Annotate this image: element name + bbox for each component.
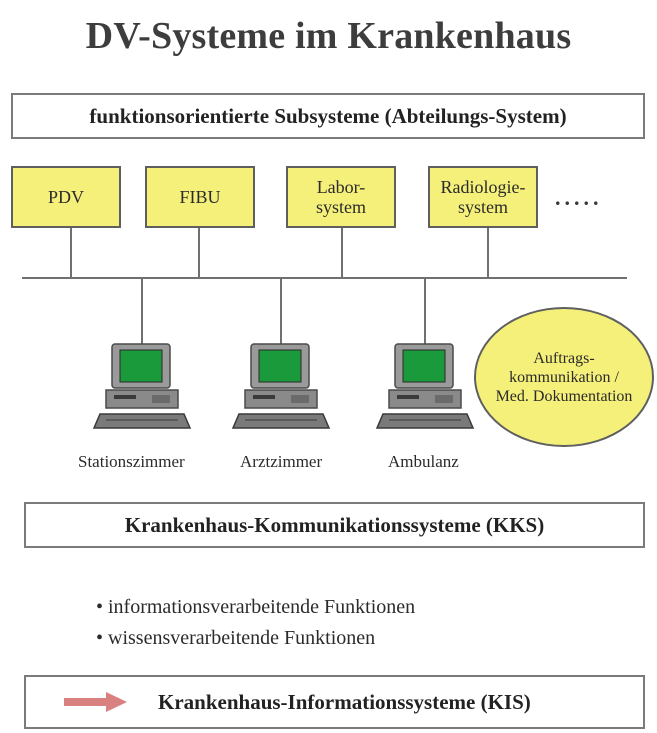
- system-radiologie-label-line2: system: [457, 197, 508, 217]
- connector-stationszimmer: [141, 279, 143, 344]
- workstation-label-arztzimmer: Arztzimmer: [240, 452, 323, 471]
- connector-labor: [341, 228, 343, 278]
- workstation-label-ambulanz: Ambulanz: [388, 452, 459, 471]
- subsysteme-banner: funktionsorientierte Subsysteme (Abteilu…: [11, 93, 645, 139]
- desktop-computer-icon: [375, 343, 475, 429]
- system-labor-label-line1: Labor-: [316, 177, 366, 197]
- right-arrow-icon: [64, 692, 127, 712]
- bubble-line1: Auftrags-: [533, 349, 595, 367]
- system-box-pdv: PDV: [11, 166, 121, 228]
- connector-ambulanz: [424, 279, 426, 344]
- kis-banner-label: Krankenhaus-Informationssysteme (KIS): [158, 689, 531, 714]
- system-box-labor: Labor- system: [286, 166, 396, 228]
- system-pdv-label: PDV: [47, 187, 84, 207]
- kks-banner: Krankenhaus-Kommunikationssysteme (KKS): [24, 502, 645, 548]
- network-bus-line: [22, 277, 627, 279]
- bubble-line3: Med. Dokumentation: [495, 387, 633, 405]
- more-systems-dots: .....: [555, 185, 603, 210]
- bullet-item-wissensverarbeitend: • wissensverarbeitende Funktionen: [96, 627, 376, 649]
- system-radiologie-label-line1: Radiologie-: [440, 177, 526, 197]
- kis-banner: Krankenhaus-Informationssysteme (KIS): [24, 675, 645, 729]
- kks-banner-label: Krankenhaus-Kommunikationssysteme (KKS): [124, 512, 545, 537]
- desktop-computer-icon: [92, 343, 192, 429]
- auftragskommunikation-bubble: Auftrags- kommunikation / Med. Dokumenta…: [474, 307, 654, 447]
- bubble-line2: kommunikation /: [509, 368, 619, 386]
- connector-fibu: [198, 228, 200, 278]
- connector-arztzimmer: [280, 279, 282, 344]
- connector-radiologie: [487, 228, 489, 278]
- system-labor-label-line2: system: [315, 197, 366, 217]
- system-fibu-label: FIBU: [179, 187, 221, 207]
- subsysteme-banner-label: funktionsorientierte Subsysteme (Abteilu…: [89, 103, 567, 128]
- desktop-computer-icon: [231, 343, 331, 429]
- page-title: DV-Systeme im Krankenhaus: [85, 15, 572, 57]
- workstation-label-stationszimmer: Stationszimmer: [78, 452, 185, 471]
- system-box-radiologie: Radiologie- system: [428, 166, 538, 228]
- system-box-fibu: FIBU: [145, 166, 255, 228]
- connector-pdv: [70, 228, 72, 278]
- bullet-item-informationsverarbeitend: • informationsverarbeitende Funktionen: [96, 596, 416, 618]
